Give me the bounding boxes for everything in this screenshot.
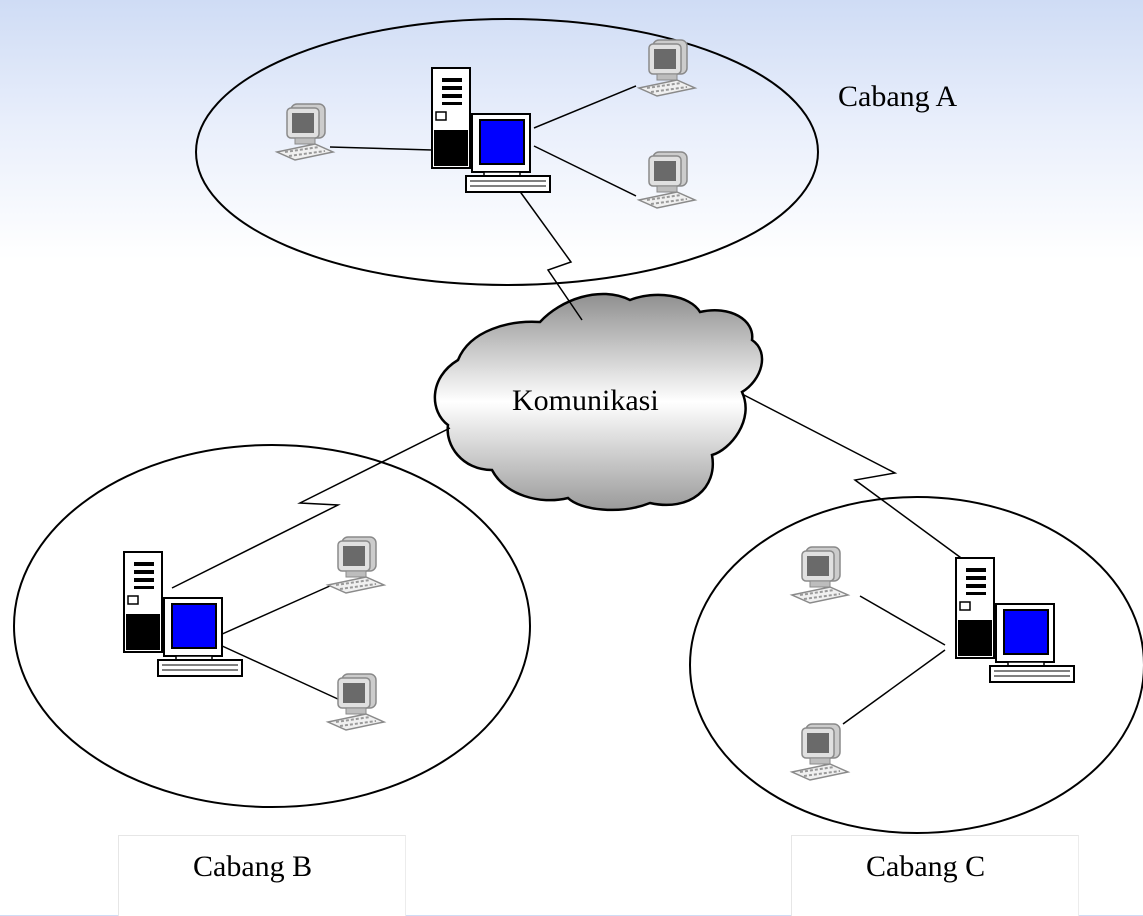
workstation-icon <box>327 673 385 731</box>
branch-c-label: Cabang C <box>866 850 986 883</box>
server-computer-icon <box>123 551 243 677</box>
link-b-server-ws2 <box>219 644 341 701</box>
workstation-icon <box>791 723 849 781</box>
workstation-icon <box>276 103 334 161</box>
workstation-icon <box>327 536 385 594</box>
link-b-cloud <box>171 427 451 589</box>
link-c-cloud <box>741 393 969 564</box>
branch-b-ellipse <box>13 444 531 808</box>
branch-a-label: Cabang A <box>838 80 958 113</box>
branch-b-label: Cabang B <box>193 850 313 883</box>
branch-b-label-box: Cabang B <box>118 835 406 916</box>
branch-a-ellipse <box>195 18 819 286</box>
branch-c-label-box: Cabang C <box>791 835 1079 916</box>
link-b-server-ws1 <box>219 584 333 636</box>
link-a-server-ws1 <box>329 146 433 151</box>
cloud-label: Komunikasi <box>512 384 659 417</box>
branch-c-ellipse <box>689 496 1143 834</box>
server-computer-icon <box>431 67 551 193</box>
communication-cloud <box>433 292 764 512</box>
workstation-icon <box>791 546 849 604</box>
workstation-icon <box>638 151 696 209</box>
link-c-server-ws1 <box>859 595 946 646</box>
link-c-server-ws2 <box>842 649 946 725</box>
server-computer-icon <box>955 557 1075 683</box>
link-a-server-ws2 <box>533 85 637 129</box>
link-a-server-ws3 <box>533 145 637 197</box>
link-a-cloud <box>515 185 583 321</box>
workstation-icon <box>638 39 696 97</box>
